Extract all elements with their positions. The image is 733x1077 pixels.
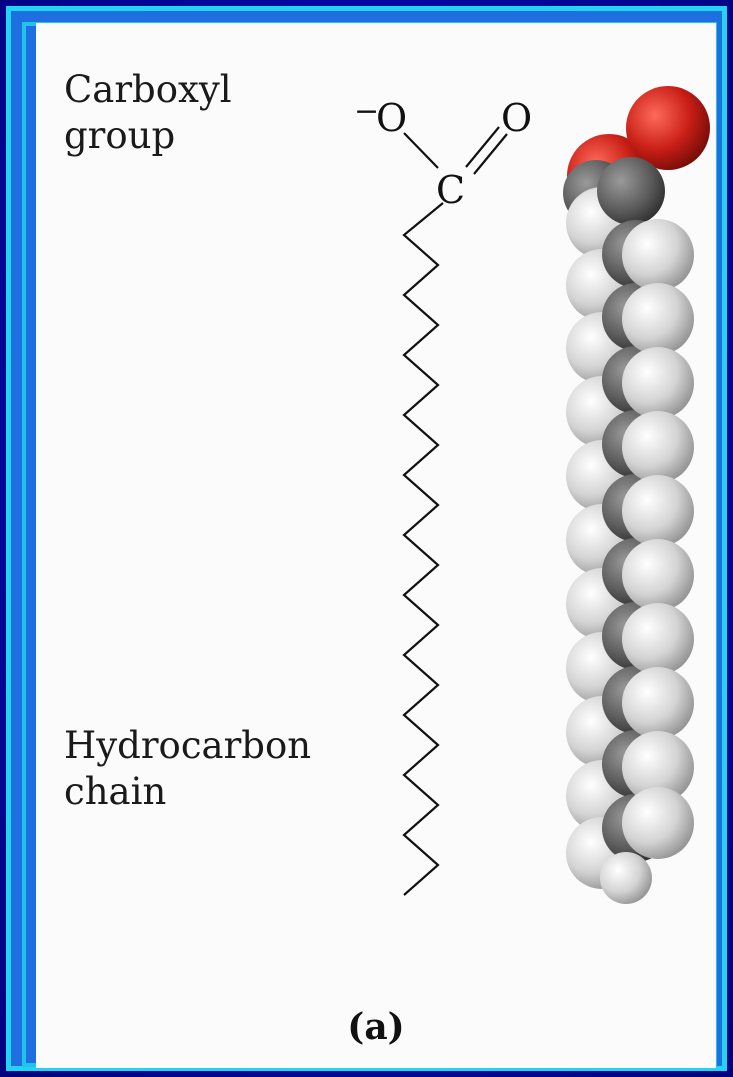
oxygen-atom bbox=[626, 86, 710, 170]
hydrocarbon-zigzag bbox=[402, 202, 444, 896]
carboxyl-label-line2: group bbox=[64, 114, 176, 157]
carboxyl-group-label: Carboxyl group bbox=[64, 67, 232, 159]
atom-column-right bbox=[622, 219, 694, 859]
space-filling-model bbox=[563, 86, 710, 904]
figure-caption: (a) bbox=[347, 1006, 405, 1048]
hydrocarbon-chain-label: Hydrocarbon chain bbox=[64, 723, 311, 815]
oxygen-right-label: O bbox=[501, 96, 532, 140]
double-bond-co-b bbox=[473, 133, 508, 175]
figure-panel: Carboxyl group Hydrocarbon chain bbox=[36, 23, 716, 1068]
hydrocarbon-label-line1: Hydrocarbon bbox=[64, 724, 312, 767]
molecule-diagram: − O O C bbox=[354, 86, 710, 904]
double-bond-co-a bbox=[465, 126, 500, 168]
oxygen-left-label: O bbox=[376, 96, 407, 140]
oxygen-charge: − bbox=[354, 94, 379, 129]
carboxyl-label-line1: Carboxyl bbox=[64, 68, 232, 111]
single-bond-co bbox=[403, 132, 439, 169]
hydrocarbon-label-line2: chain bbox=[64, 770, 167, 813]
